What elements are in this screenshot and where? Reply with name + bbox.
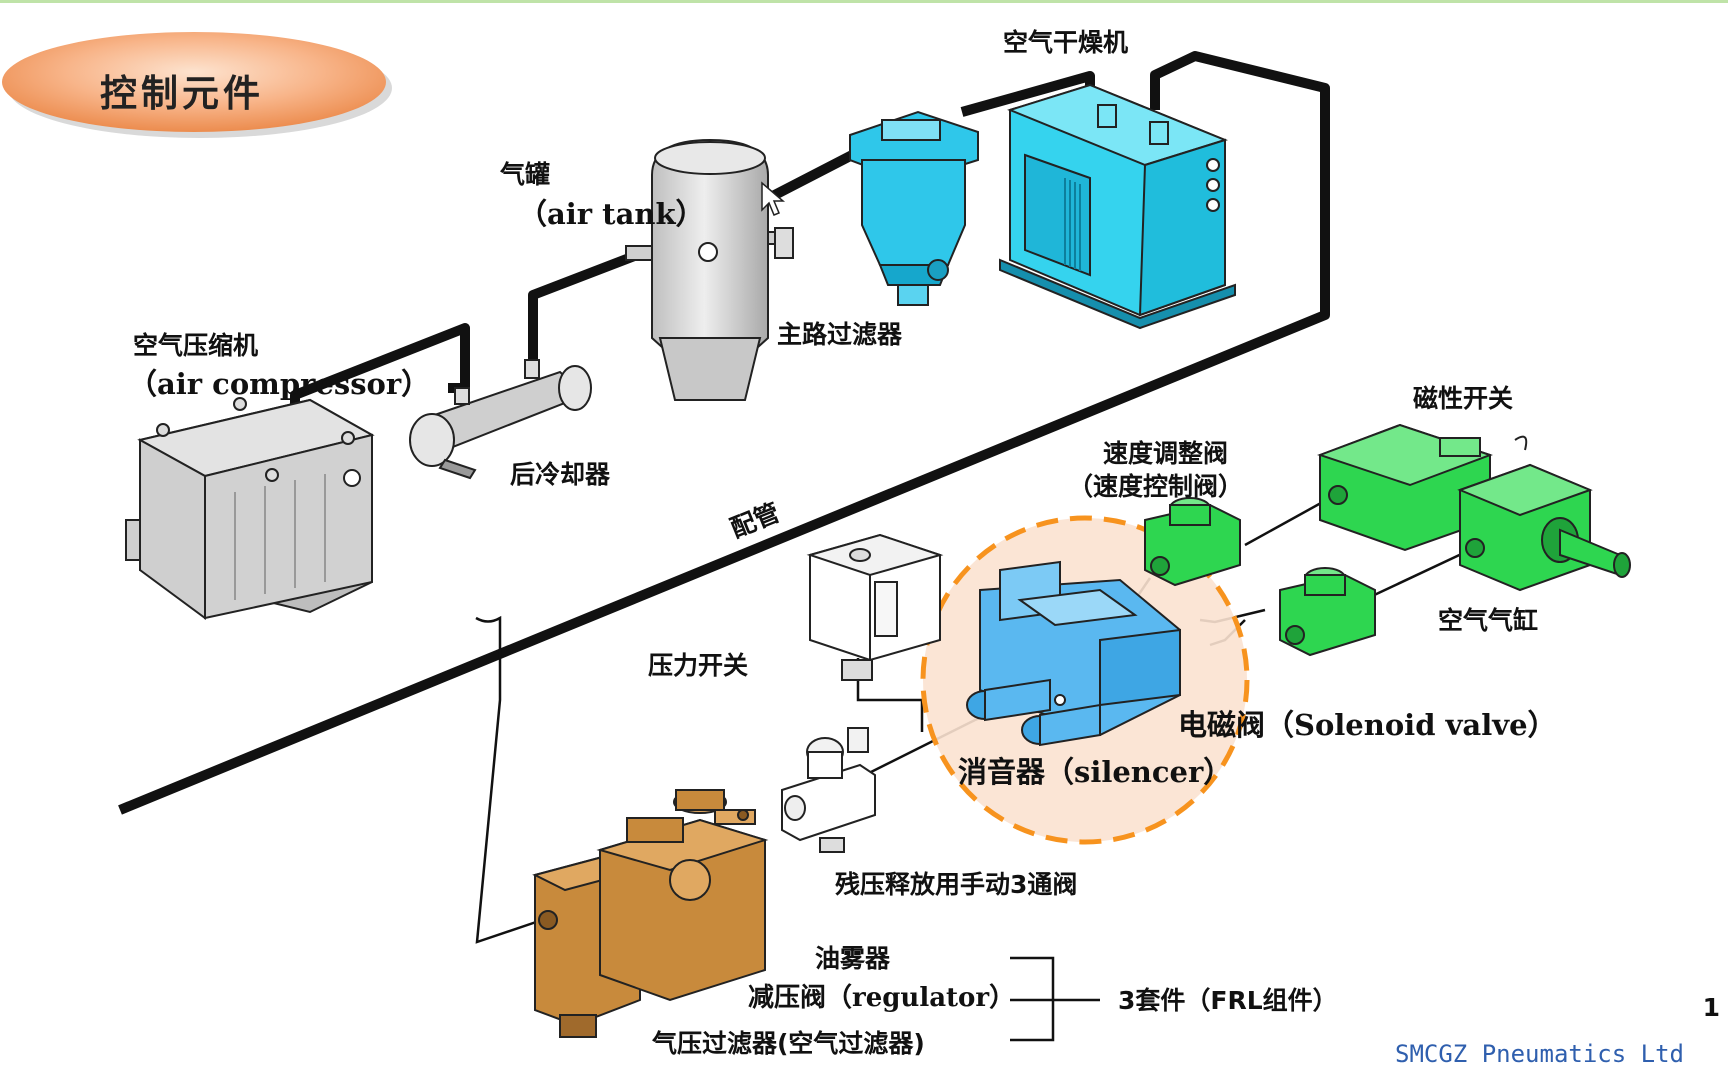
air-compressor xyxy=(125,397,375,620)
title-oval xyxy=(2,32,386,132)
label-air-tank-en: （air tank） xyxy=(518,197,705,231)
mouse-cursor xyxy=(761,181,786,216)
page-number: 1 xyxy=(1702,993,1720,1022)
label-main-filter: 主路过滤器 xyxy=(777,320,903,349)
solenoid-valve xyxy=(966,560,1181,747)
label-pressure-switch: 压力开关 xyxy=(648,651,749,680)
label-solenoid-valve: 电磁阀（Solenoid valve） xyxy=(1178,708,1557,742)
frl-bracket xyxy=(1010,956,1100,1042)
pressure-switch xyxy=(806,533,944,681)
label-regulator: 减压阀（regulator） xyxy=(748,983,1016,1013)
label-speed-valve-2: （速度控制阀） xyxy=(1068,472,1244,501)
label-air-filter: 气压过滤器(空气过滤器) xyxy=(652,1029,925,1058)
main-line-filter xyxy=(849,110,979,306)
label-air-dryer: 空气干燥机 xyxy=(1003,28,1129,57)
label-air-tank-cn: 气罐 xyxy=(500,160,551,189)
manual-3-port-valve xyxy=(781,727,876,853)
air-tank xyxy=(625,138,794,401)
speed-control-valves xyxy=(1144,497,1376,657)
label-aftercooler: 后冷却器 xyxy=(510,460,611,489)
label-magnetic-switch: 磁性开关 xyxy=(1413,384,1514,413)
label-air-cylinder: 空气气缸 xyxy=(1438,606,1539,635)
page-title: 控制元件 xyxy=(100,72,264,115)
label-silencer: 消音器（silencer） xyxy=(958,755,1233,789)
label-lubricator: 油雾器 xyxy=(815,944,891,973)
label-compressor-en: （air compressor） xyxy=(128,367,431,401)
air-cylinder xyxy=(1317,423,1631,592)
label-speed-valve-1: 速度调整阀 xyxy=(1103,439,1229,468)
label-manual-3-port-valve: 残压释放用手动3通阀 xyxy=(835,870,1078,899)
air-dryer xyxy=(999,83,1236,330)
top-rule xyxy=(0,0,1728,3)
footer-company: SMCGZ Pneumatics Ltd xyxy=(1395,1040,1684,1068)
aftercooler xyxy=(409,359,592,480)
label-frl: 3套件（FRL组件） xyxy=(1118,986,1338,1015)
label-compressor-cn: 空气压缩机 xyxy=(133,331,259,360)
frl-unit xyxy=(532,789,769,1038)
